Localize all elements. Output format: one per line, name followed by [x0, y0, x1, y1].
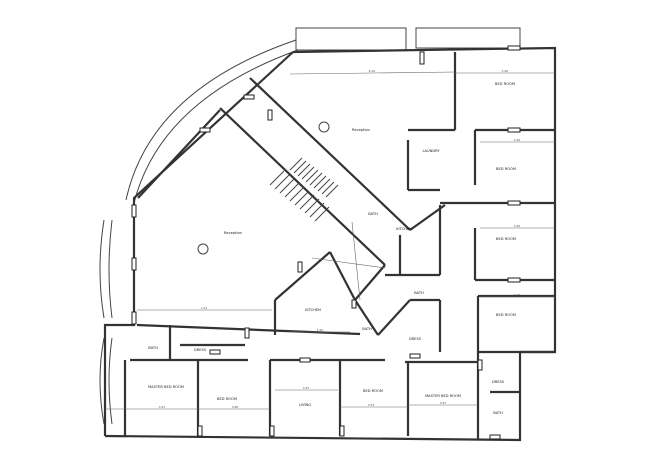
room-label: KITCHEN — [305, 308, 321, 312]
window-marker — [267, 109, 273, 121]
window-marker — [339, 425, 345, 437]
room-label: Reception — [224, 231, 242, 235]
stair-tread — [279, 178, 295, 194]
shaft-diagonal-2 — [351, 221, 361, 301]
stair-tread — [309, 202, 325, 218]
curved-facade-bottom — [99, 337, 105, 425]
window-marker — [131, 311, 137, 325]
stair-tread — [294, 190, 310, 206]
dimension-label: 3.90 — [514, 224, 521, 228]
room-label: BATH — [414, 291, 424, 295]
curved-facade-top — [125, 39, 297, 201]
window-marker — [507, 277, 521, 283]
dimension-label: 7.21 — [201, 306, 208, 310]
room-label: KITCHEN — [396, 227, 412, 231]
room-label: MASTER BED ROOM — [148, 385, 184, 389]
exterior-walls — [103, 46, 557, 442]
stair-tread — [293, 160, 307, 174]
stair-tread — [289, 186, 305, 202]
window-marker — [507, 45, 521, 51]
dimension-label: 3.87 — [440, 401, 447, 405]
room-label: BATH — [362, 327, 372, 331]
stair-tread — [299, 194, 315, 210]
window-marker — [131, 257, 137, 271]
window-marker — [507, 127, 521, 133]
room-label: DRESS — [409, 337, 422, 341]
window-marker — [244, 327, 250, 339]
room-label: BED ROOM — [217, 397, 237, 401]
room-label: BED ROOM — [496, 167, 516, 171]
room-label: BATH — [148, 346, 158, 350]
room-label: BATH — [493, 411, 503, 415]
window-marker — [419, 51, 425, 65]
room-label: BED ROOM — [496, 237, 516, 241]
window-marker — [297, 261, 303, 273]
stair-tread — [317, 178, 331, 192]
window-marker — [351, 299, 357, 309]
interior-walls — [123, 52, 555, 440]
room-label: LIVING — [299, 403, 311, 407]
stair-tread — [313, 175, 327, 189]
dimension-label: 1.50 — [317, 328, 324, 332]
dimension-label: 3.87 — [303, 386, 310, 390]
curved-facade-bottom-inner — [108, 337, 113, 425]
room-label: LAUNDRY — [422, 149, 440, 153]
stair-tread — [314, 206, 330, 222]
window-marker — [299, 357, 311, 363]
dimension-label: 3.77 — [514, 293, 521, 297]
window-marker — [489, 434, 501, 440]
staircase — [269, 157, 339, 222]
stair-tread — [321, 181, 335, 195]
stair-tread — [301, 166, 315, 180]
room-label: BED ROOM — [495, 82, 515, 86]
dimension-label: 6.10 — [369, 69, 376, 73]
dimension-lines — [105, 71, 555, 410]
dimension-label: 3.90 — [514, 138, 521, 142]
window-marker — [199, 127, 211, 133]
stair-tread — [274, 174, 290, 190]
window-marker — [243, 94, 255, 100]
balcony-1 — [295, 27, 407, 51]
window-marker — [269, 425, 275, 437]
balcony-2 — [415, 27, 521, 49]
column-reception-top — [318, 121, 330, 133]
window-marker — [209, 349, 221, 355]
window-marker — [507, 200, 521, 206]
stair-tread — [297, 163, 311, 177]
window-marker — [409, 353, 421, 359]
stair-tread — [305, 169, 319, 183]
stair-tread — [289, 157, 303, 171]
room-label: BED ROOM — [496, 313, 516, 317]
window-marker — [477, 359, 483, 371]
room-label: BED ROOM — [363, 389, 383, 393]
column-reception-left — [197, 243, 209, 255]
room-label: MASTER BED ROOM — [425, 394, 461, 398]
dimension-label: 3.80 — [232, 405, 239, 409]
room-label: DRESS — [194, 348, 207, 352]
dimension-label: 3.90 — [502, 69, 509, 73]
stair-tread — [269, 170, 285, 186]
window-marker — [197, 425, 203, 437]
stair-tread — [304, 198, 320, 214]
window-marker — [131, 204, 137, 218]
room-label: Reception — [352, 128, 370, 132]
shaft-diagonal-1 — [311, 257, 386, 269]
stair-tread — [309, 172, 323, 186]
curved-facade-left-inner — [108, 219, 113, 319]
room-label: BATH — [368, 212, 378, 216]
stair-tread — [325, 184, 339, 198]
curved-facade-left — [99, 219, 105, 319]
stair-tread — [284, 182, 300, 198]
curved-facade-top-inner — [133, 49, 299, 204]
windows — [131, 45, 521, 440]
dimension-label: 3.67 — [159, 405, 166, 409]
room-label: DRESS — [492, 380, 505, 384]
dimension-label: 3.53 — [368, 403, 375, 407]
